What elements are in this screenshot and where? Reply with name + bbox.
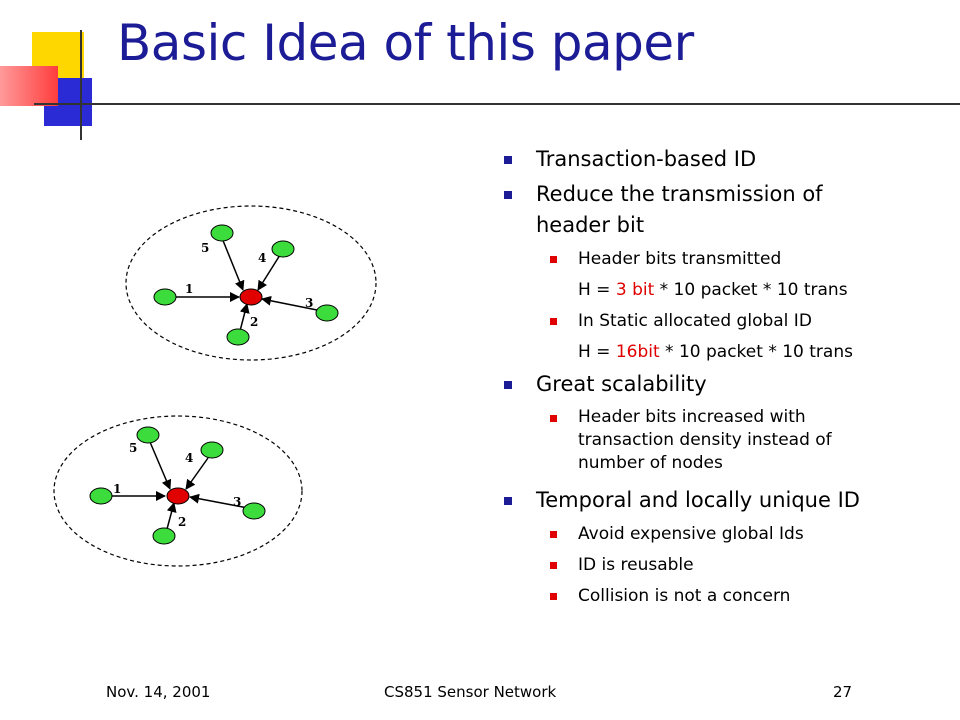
top-arrow-3 <box>261 295 323 312</box>
top-arrow-5 <box>221 237 245 291</box>
bullet-text: Reduce the transmission of <box>536 182 823 206</box>
bottom-label-4: 4 <box>185 451 193 465</box>
top-node-5 <box>210 224 234 242</box>
bottom-label-1: 1 <box>113 482 121 496</box>
sub-bullet-item: Header bits increased with transaction d… <box>500 406 950 475</box>
top-diagram: 5 4 1 3 2 <box>125 205 377 361</box>
bottom-node-3 <box>242 502 266 520</box>
sub-bullet-item: Avoid expensive global Ids <box>500 522 950 547</box>
top-label-5: 5 <box>201 241 209 255</box>
formula-text: * 10 packet * 10 trans <box>654 280 848 300</box>
square-bullet-icon <box>550 562 557 569</box>
bullet-text: Transaction-based ID <box>536 147 757 171</box>
square-bullet-icon <box>504 381 512 389</box>
sub-bullet-text: number of nodes <box>578 453 723 473</box>
sub-bullet-text: Header bits transmitted <box>578 249 782 269</box>
bottom-arrow-3 <box>189 493 249 509</box>
formula-text: H = <box>578 342 616 362</box>
footer-page-number: 27 <box>833 683 853 701</box>
corner-red-square <box>0 66 58 106</box>
sub-bullet-text: transaction density instead of <box>578 430 832 450</box>
bottom-label-5: 5 <box>129 441 137 455</box>
top-node-3 <box>315 304 339 322</box>
bullet-list: Transaction-based ID Reduce the transmis… <box>500 140 950 609</box>
bottom-arrow-4 <box>185 457 209 490</box>
bottom-node-4 <box>200 441 224 459</box>
sub-bullet-text: Header bits increased with <box>578 407 806 427</box>
bullet-item: Reduce the transmission of header bit <box>500 179 950 241</box>
square-bullet-icon <box>504 191 512 199</box>
sub-bullet-text: Avoid expensive global Ids <box>578 524 804 544</box>
bullet-item: Great scalability <box>500 369 950 400</box>
slide-title: Basic Idea of this paper <box>117 14 694 72</box>
bottom-diagram: 5 4 1 3 2 <box>53 415 303 567</box>
formula-text: * 10 packet * 10 trans <box>659 342 853 362</box>
top-node-1 <box>153 288 177 306</box>
square-bullet-icon <box>550 415 557 422</box>
top-label-2: 2 <box>250 315 258 329</box>
bottom-label-3: 3 <box>233 495 241 509</box>
top-node-2 <box>226 328 250 346</box>
sub-bullet-text: ID is reusable <box>578 555 694 575</box>
formula-highlight: 16bit <box>615 342 660 362</box>
top-center-node <box>239 288 263 306</box>
top-node-4 <box>271 240 295 258</box>
square-bullet-icon <box>550 256 557 263</box>
sub-bullet-item: ID is reusable <box>500 553 950 578</box>
bullet-item: Transaction-based ID <box>500 144 950 175</box>
footer-course: CS851 Sensor Network <box>384 683 557 701</box>
corner-horizontal-line <box>34 103 960 105</box>
top-cluster-boundary <box>125 205 377 361</box>
sub-bullet-text: In Static allocated global ID <box>578 311 812 331</box>
bullet-item: Temporal and locally unique ID <box>500 485 950 516</box>
formula-highlight: 3 bit <box>615 280 655 300</box>
top-arrow-2 <box>239 303 250 332</box>
bullet-text: Temporal and locally unique ID <box>536 488 860 512</box>
square-bullet-icon <box>504 497 512 505</box>
bottom-node-2 <box>152 527 176 545</box>
square-bullet-icon <box>550 593 557 600</box>
bottom-node-1 <box>89 487 113 505</box>
square-bullet-icon <box>550 531 557 538</box>
top-arrow-4 <box>257 254 281 291</box>
corner-vertical-line <box>80 30 82 140</box>
bottom-node-5 <box>136 426 160 444</box>
square-bullet-icon <box>550 318 557 325</box>
bullet-text: Great scalability <box>536 372 707 396</box>
sub-bullet-item: In Static allocated global ID <box>500 309 950 334</box>
sub-bullet-text: Collision is not a concern <box>578 586 791 606</box>
formula-line: H = 3 bit * 10 packet * 10 trans <box>500 278 950 303</box>
sub-bullet-item: Header bits transmitted <box>500 247 950 272</box>
bottom-center-node <box>166 487 190 505</box>
footer-date: Nov. 14, 2001 <box>106 683 211 701</box>
bottom-label-2: 2 <box>178 515 186 529</box>
bullet-text: header bit <box>536 213 645 237</box>
top-label-1: 1 <box>185 282 193 296</box>
top-label-3: 3 <box>305 296 313 310</box>
sub-bullet-item: Collision is not a concern <box>500 584 950 609</box>
bottom-arrow-2 <box>166 502 177 530</box>
bottom-cluster-boundary <box>53 415 303 567</box>
top-label-4: 4 <box>258 251 266 265</box>
square-bullet-icon <box>504 156 512 164</box>
formula-text: H = <box>578 280 616 300</box>
formula-line: H = 16bit * 10 packet * 10 trans <box>500 340 950 365</box>
bottom-arrow-5 <box>149 441 172 490</box>
